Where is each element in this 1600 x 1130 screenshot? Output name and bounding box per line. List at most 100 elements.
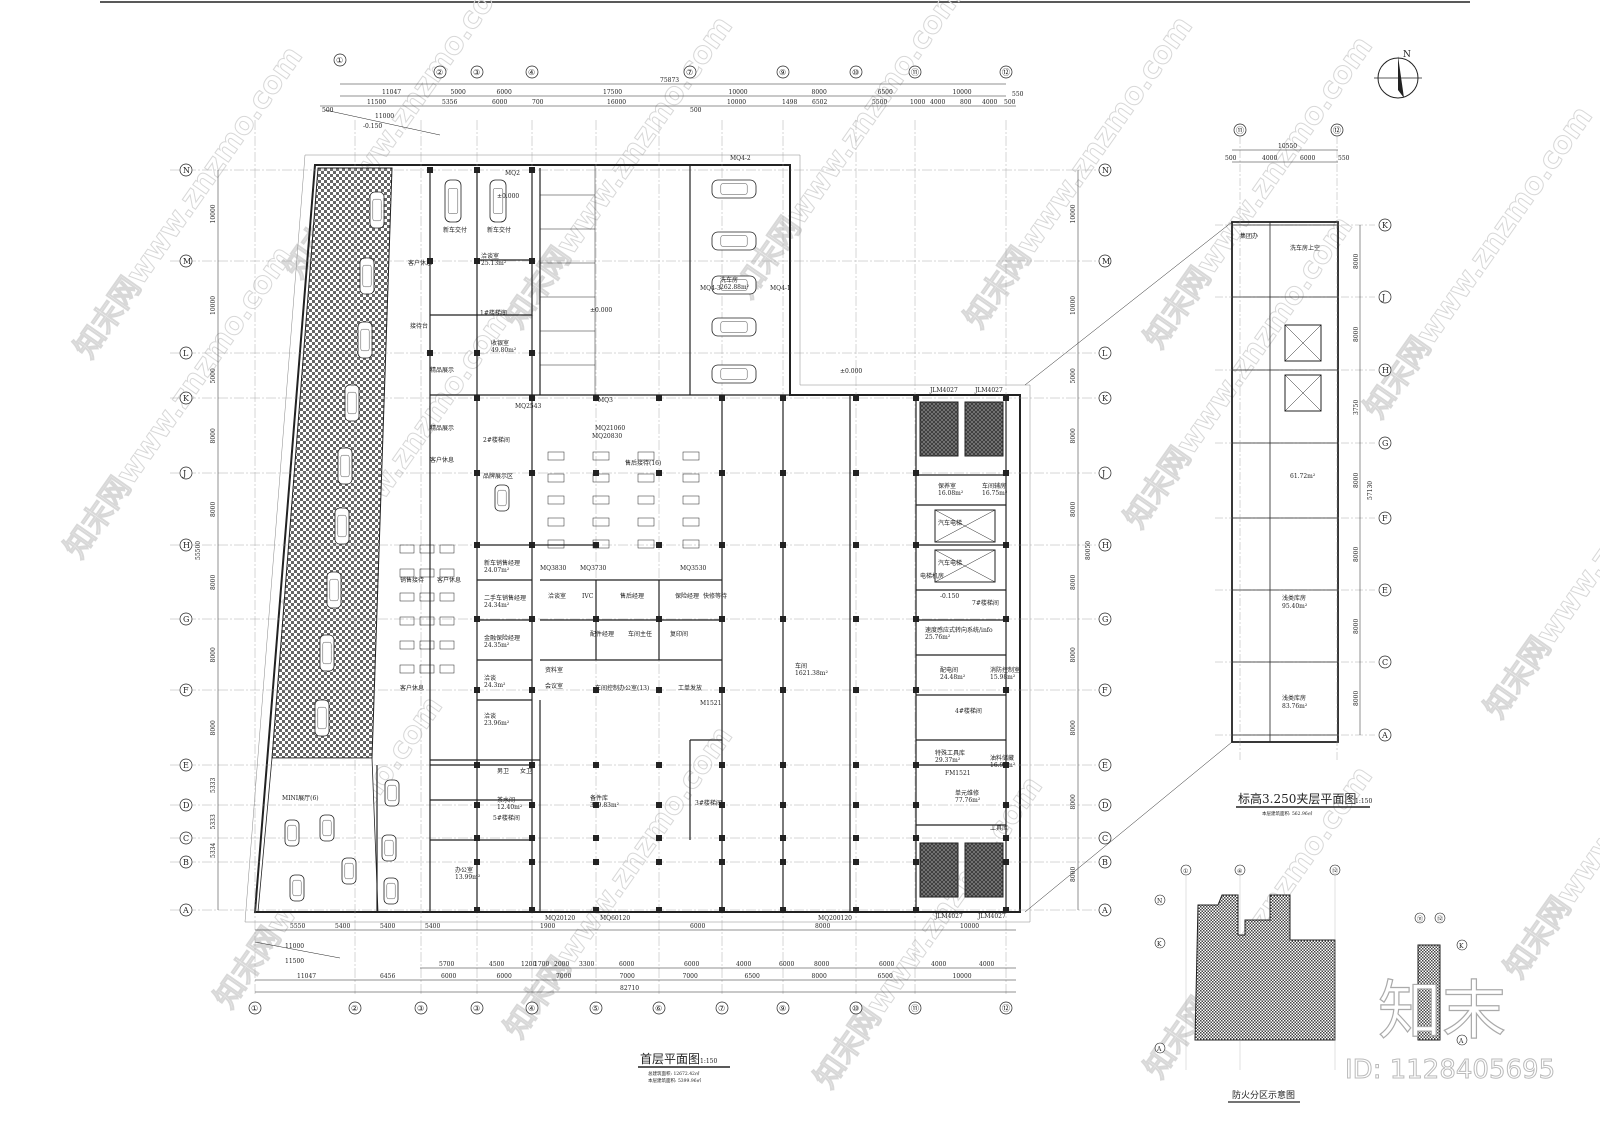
room-label: 售后经理: [620, 592, 644, 600]
axis-label: ⑫: [1332, 867, 1338, 875]
total-area-note: 总建筑面积: 12672.42㎡: [648, 1070, 700, 1077]
room-label: 二手车销售经理: [484, 594, 526, 602]
dimension-value: 500: [1225, 155, 1237, 162]
desk: [547, 517, 565, 527]
room-label: 车间: [795, 662, 807, 670]
structural-column: [1003, 616, 1009, 622]
axis-bubble: [1098, 538, 1112, 552]
room-label: 客户休息: [430, 456, 454, 464]
car-icon: [357, 321, 373, 359]
dimension-value: 16000: [607, 99, 626, 106]
structural-column: [474, 687, 480, 693]
structural-column: [913, 616, 919, 622]
structural-column: [1003, 687, 1009, 693]
desk: [592, 495, 610, 505]
axis-label: ⑪: [1417, 915, 1423, 923]
room-label: 会议室: [545, 682, 563, 690]
room-area: 24.07m²: [484, 567, 510, 574]
dimension-value: 8000: [815, 923, 830, 930]
room-label: 新车交付: [443, 226, 467, 234]
structural-column: [474, 907, 480, 913]
dimension-value: 5700: [439, 961, 454, 968]
car-window: [372, 198, 382, 221]
door-tag: MQ200120: [818, 915, 852, 922]
axis-bubble: [179, 758, 193, 772]
dimension-value: 6000: [779, 961, 794, 968]
hatched-pit: [964, 842, 1004, 898]
structural-column: [853, 470, 859, 476]
room-label: 洽谈室: [481, 252, 499, 260]
dimension-value: 5333: [210, 778, 217, 793]
desk: [439, 616, 455, 626]
axis-label-right: E: [1102, 761, 1108, 770]
dimension-value: 1498: [782, 99, 797, 106]
car-icon: [711, 231, 757, 251]
axis-label-left: G: [183, 615, 189, 624]
room-label: 新车销售经理: [484, 559, 520, 567]
axis-label: F: [1382, 514, 1388, 523]
structural-column: [474, 167, 480, 173]
door-tag: JLM4027: [974, 387, 1003, 394]
structural-column: [853, 802, 859, 808]
dimension-value: 11047: [382, 89, 401, 96]
structural-column: [1003, 470, 1009, 476]
axis-label-left: D: [183, 801, 189, 810]
room-label: 洗车房上空: [1290, 244, 1320, 252]
room-label: 单元维修: [955, 789, 979, 797]
room-label: 复印间: [670, 630, 688, 638]
elevator-shaft: [934, 509, 996, 543]
door-tag: MQ3730: [580, 565, 607, 572]
structural-column: [656, 907, 662, 913]
dimension-value: 8000: [1070, 720, 1077, 735]
structural-column: [719, 395, 725, 401]
dimension-value: 8000: [210, 502, 217, 517]
axis-label: A: [1458, 1038, 1464, 1045]
dimension-value: 5356: [442, 99, 457, 106]
axis-bubble: [1098, 346, 1112, 360]
site-outline: [244, 154, 1031, 923]
car-window: [292, 880, 302, 897]
dimension-value: 8000: [812, 89, 827, 96]
axis-bubble: [1378, 583, 1392, 597]
desk: [399, 544, 415, 554]
room-label: 女卫: [520, 767, 532, 775]
room-label: 特殊工具库: [935, 749, 965, 757]
axis-label-bottom: ⑩: [852, 1004, 859, 1013]
door-tag: MQ3: [598, 397, 613, 404]
structural-column: [529, 542, 535, 548]
axis-bubble: [470, 65, 484, 79]
dimension-value: 4000: [930, 99, 945, 106]
axis-label-right: N: [1102, 166, 1109, 175]
room-area: 83.76m²: [1282, 703, 1308, 710]
structural-column: [593, 470, 599, 476]
structural-column: [1003, 907, 1009, 913]
axis-label: E: [1382, 586, 1388, 595]
dimension-value: 5000: [1070, 368, 1077, 383]
room-label: 客户休息: [408, 259, 432, 267]
axis-bubble: [179, 903, 193, 917]
axis-bubble: [1378, 728, 1392, 742]
dimension-line-slanted: [324, 109, 441, 136]
structural-column: [529, 350, 535, 356]
door-tag: MQ2: [505, 170, 520, 177]
structural-column: [719, 542, 725, 548]
axis-label-top: ⑦: [686, 68, 693, 77]
mezzanine-title: 标高3.250夹层平面图: [1238, 791, 1356, 806]
axis-bubble: [1098, 612, 1112, 626]
room-label: 汽车电梯: [938, 559, 962, 567]
desk: [547, 495, 565, 505]
axis-label-top: ③: [473, 68, 480, 77]
car-window: [340, 455, 350, 478]
dimension-value: 5000: [451, 89, 466, 96]
axis-label-right: F: [1102, 686, 1108, 695]
structural-column: [780, 687, 786, 693]
car-window: [337, 515, 347, 538]
structural-column: [719, 835, 725, 841]
structural-column: [1003, 859, 1009, 865]
axis-label: C: [1382, 658, 1388, 667]
hatched-pit: [964, 401, 1004, 457]
dimension-value: 5334: [210, 843, 217, 858]
structural-column: [913, 762, 919, 768]
desk: [592, 473, 610, 483]
